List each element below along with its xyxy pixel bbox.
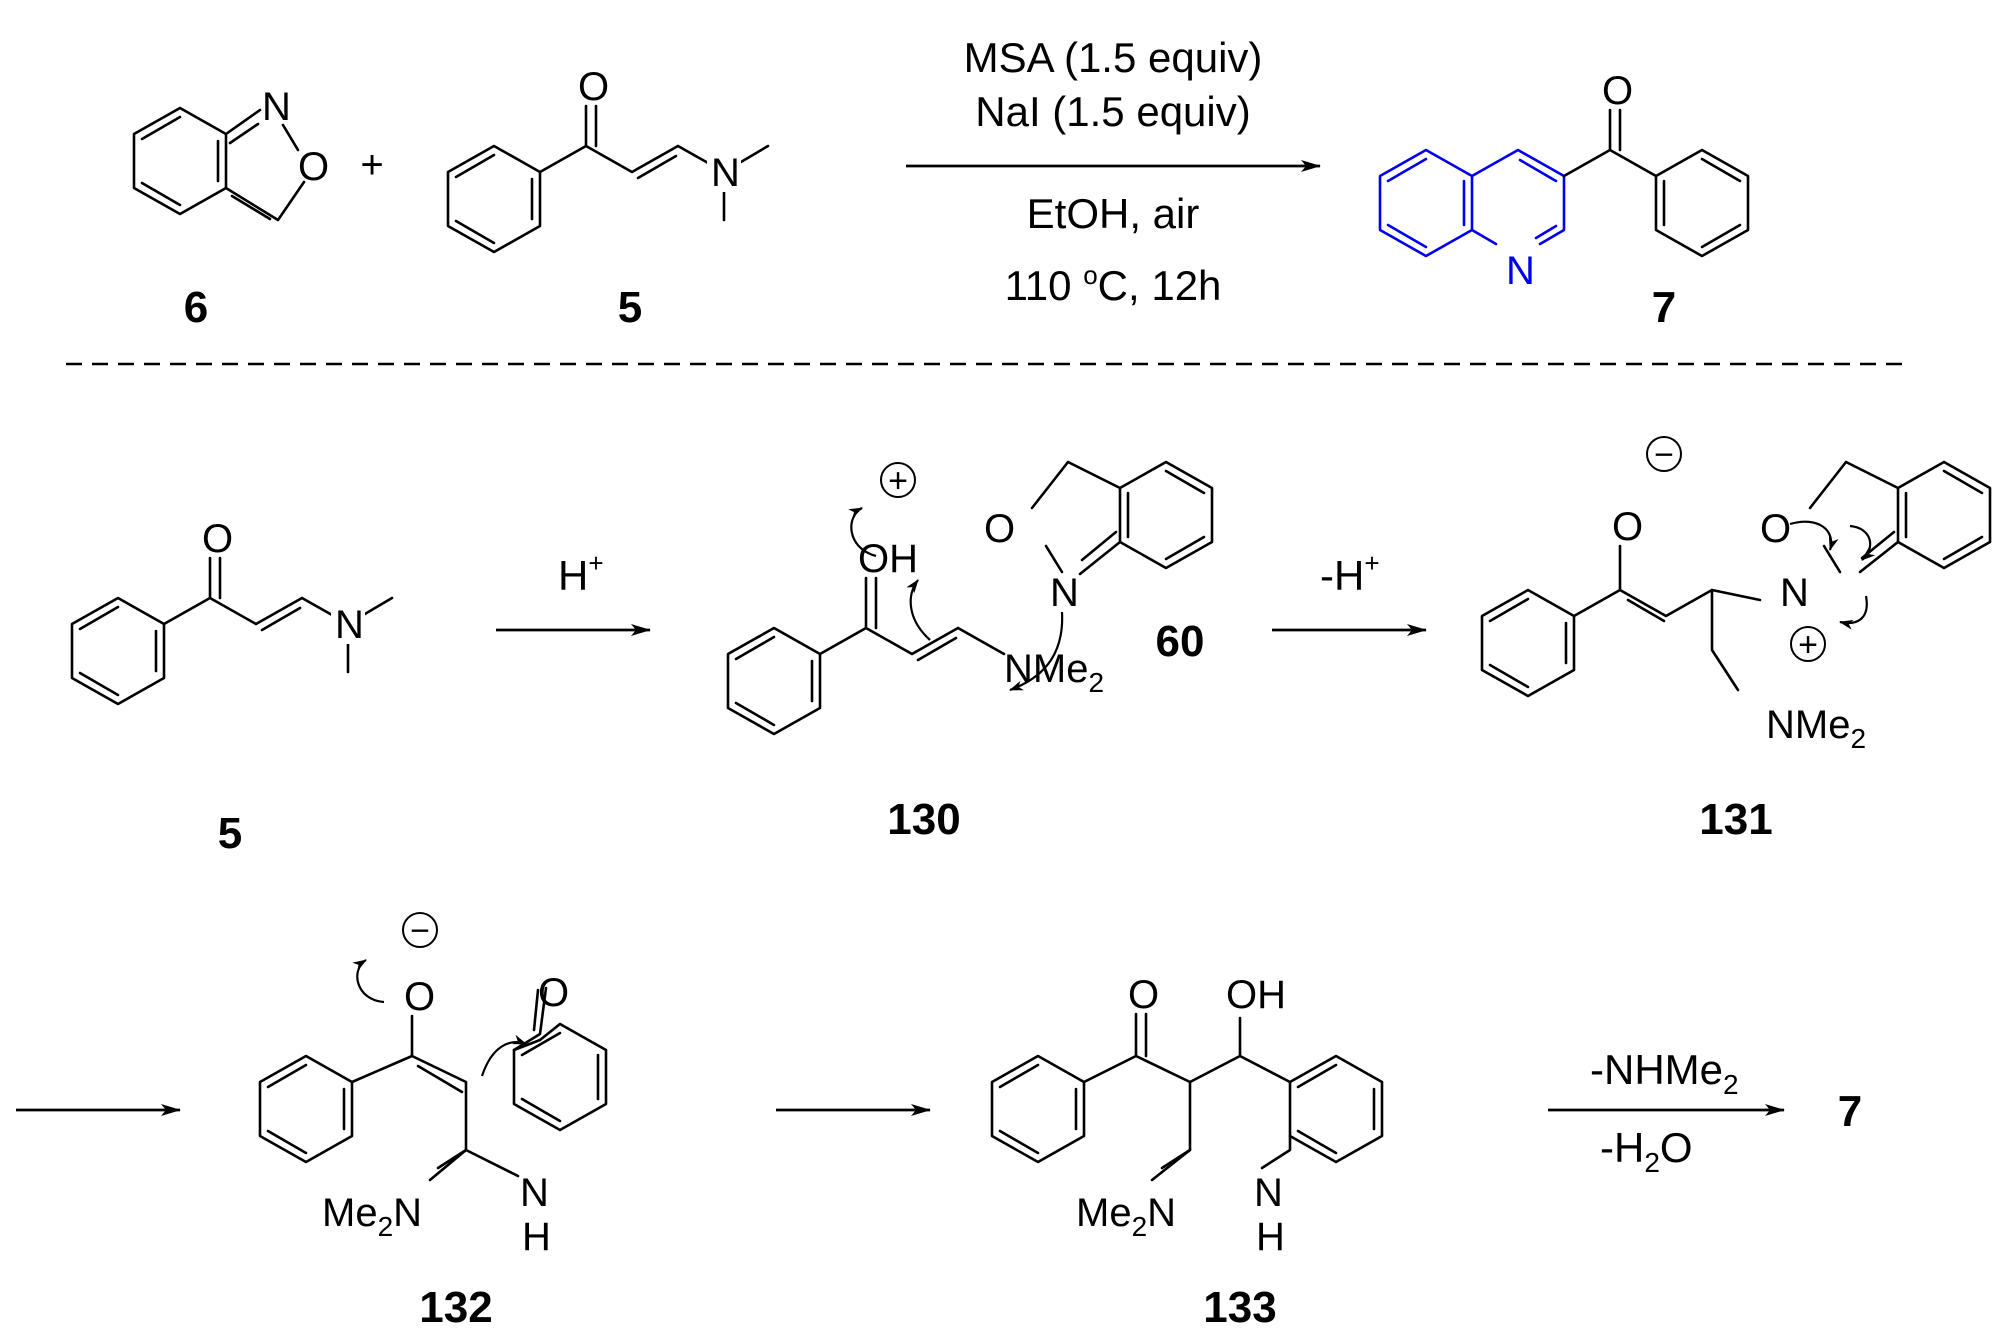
compound-60: O N bbox=[984, 460, 1214, 615]
atom-oh: OH bbox=[858, 537, 918, 581]
atom-me2n: Me2N bbox=[322, 1191, 422, 1242]
atom-n: N bbox=[711, 151, 740, 195]
condition-temperature: 110 oC, 12h bbox=[1005, 260, 1222, 309]
condition-nai: NaI (1.5 equiv) bbox=[975, 88, 1250, 135]
compound-5: O bbox=[70, 517, 394, 706]
compound-130: OH NMe2 bbox=[726, 537, 1104, 736]
atom-nme2: NMe2 bbox=[1766, 703, 1866, 754]
label-133: 133 bbox=[1203, 1283, 1276, 1332]
atom-o: O bbox=[578, 65, 609, 109]
atom-o: O bbox=[404, 975, 435, 1019]
curly-arrow-3 bbox=[1009, 611, 1064, 692]
atom-o: O bbox=[202, 517, 233, 561]
atom-nh-h: H bbox=[522, 1215, 551, 1259]
atom-o: O bbox=[1760, 507, 1791, 551]
compound-7-core: N bbox=[1378, 148, 1566, 293]
compound-131-benzisoxazole: O N bbox=[1760, 460, 1992, 615]
charge-negative-sign-2: − bbox=[410, 912, 430, 950]
curly-arrow-7 bbox=[352, 959, 385, 1004]
label-131: 131 bbox=[1699, 795, 1772, 844]
plus-sign: + bbox=[360, 143, 383, 187]
label-130: 130 bbox=[887, 795, 960, 844]
condition-deprotonation: -H+ bbox=[1320, 548, 1380, 599]
curly-arrow-5 bbox=[1849, 524, 1876, 561]
atom-n: N bbox=[335, 603, 364, 647]
atom-me2n: Me2N bbox=[1076, 1191, 1176, 1242]
condition-elim-amine: -NHMe2 bbox=[1590, 1046, 1739, 1100]
compound-5-top: O bbox=[446, 65, 770, 254]
atom-nh-h: H bbox=[1256, 1215, 1285, 1259]
charge-negative-2 bbox=[402, 912, 438, 948]
atom-o-aldehyde: O bbox=[538, 971, 569, 1015]
label-7-end: 7 bbox=[1838, 1087, 1862, 1136]
charge-negative-sign: − bbox=[1654, 436, 1674, 474]
condition-protonation: H+ bbox=[558, 548, 604, 599]
condition-elim-water: -H2O bbox=[1600, 1124, 1693, 1178]
charge-negative bbox=[1646, 436, 1682, 472]
atom-o: O bbox=[1128, 973, 1159, 1017]
atom-oh: OH bbox=[1226, 973, 1286, 1017]
atom-o: O bbox=[1612, 505, 1643, 549]
condition-msa: MSA (1.5 equiv) bbox=[964, 34, 1263, 81]
atom-o: O bbox=[298, 145, 329, 189]
label-6: 6 bbox=[184, 283, 208, 332]
compound-6: N O bbox=[132, 85, 329, 222]
charge-positive-sign-2: + bbox=[1798, 626, 1818, 664]
compound-131: O NMe2 bbox=[1480, 505, 1866, 754]
compound-133: O OH Me2N N H bbox=[990, 973, 1384, 1259]
label-132: 132 bbox=[419, 1283, 492, 1332]
curly-arrow-1 bbox=[848, 507, 877, 558]
atom-o: O bbox=[984, 507, 1015, 551]
compound-7-benzoyl: O bbox=[1562, 69, 1750, 258]
atom-o: O bbox=[1602, 69, 1633, 113]
label-5: 5 bbox=[218, 809, 242, 858]
atom-n: N bbox=[1506, 249, 1535, 293]
atom-n: N bbox=[262, 85, 291, 129]
curly-arrow-2 bbox=[906, 579, 931, 641]
atom-nh-n: N bbox=[520, 1171, 549, 1215]
atom-n: N bbox=[1780, 571, 1809, 615]
label-5-top: 5 bbox=[618, 283, 642, 332]
atom-n: N bbox=[1050, 571, 1079, 615]
curly-arrow-6 bbox=[1839, 595, 1868, 630]
curly-arrow-8 bbox=[480, 1034, 527, 1077]
charge-positive bbox=[880, 462, 916, 498]
charge-positive-sign: + bbox=[888, 462, 908, 500]
atom-nh-n: N bbox=[1254, 1171, 1283, 1215]
curly-arrow-4 bbox=[1789, 520, 1839, 551]
charge-positive-2 bbox=[1790, 626, 1826, 662]
label-60: 60 bbox=[1156, 617, 1205, 666]
label-7-top: 7 bbox=[1652, 283, 1676, 332]
condition-solvent: EtOH, air bbox=[1027, 190, 1200, 237]
compound-132: O O Me2N N H bbox=[258, 971, 608, 1259]
